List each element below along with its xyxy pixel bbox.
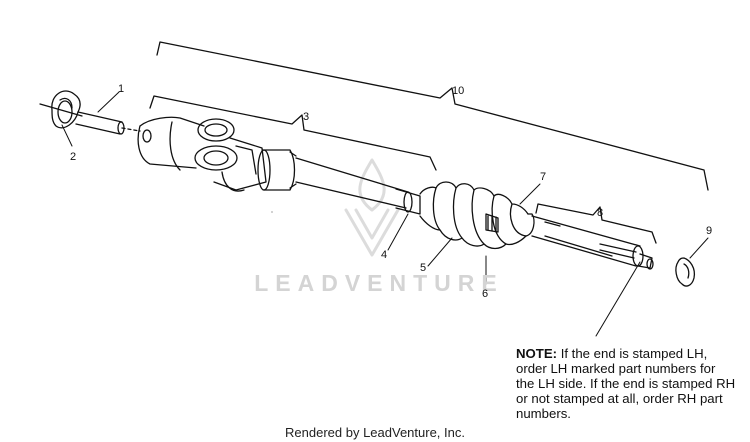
bracket-10 [156,41,709,191]
note-body: If the end is stamped LH, order LH marke… [516,346,736,421]
part-9-snap-ring [675,257,696,287]
part-2-flange [39,90,83,129]
note-label: NOTE: [516,346,558,361]
callout-10: 10 [452,85,465,97]
footer-credit: Rendered by LeadVenture, Inc. [285,425,465,440]
callout-5: 5 [420,262,427,274]
callout-8: 8 [597,207,604,219]
part-1-pin [75,111,141,135]
note-text-block: NOTE: If the end is stamped LH, order LH… [516,346,736,421]
callout-3: 3 [303,111,310,123]
callout-7: 7 [540,171,547,183]
watermark-text: LEADVENTURE [254,270,504,296]
bracket-3 [149,95,437,171]
watermark-logo [344,158,400,257]
part-3-u-joint [137,116,267,192]
bracket-8 [535,203,657,244]
callout-6: 6 [482,288,489,300]
shaft [295,157,421,215]
leader-lines [61,91,709,337]
callout-2: 2 [70,151,77,163]
callout-1: 1 [118,83,125,95]
part-5-boot [419,181,535,250]
callout-4: 4 [381,249,388,261]
part-6-clamp [485,213,499,233]
callout-9: 9 [706,225,713,237]
part-8-stub-shaft [531,215,654,270]
part-3-housing [257,149,297,191]
